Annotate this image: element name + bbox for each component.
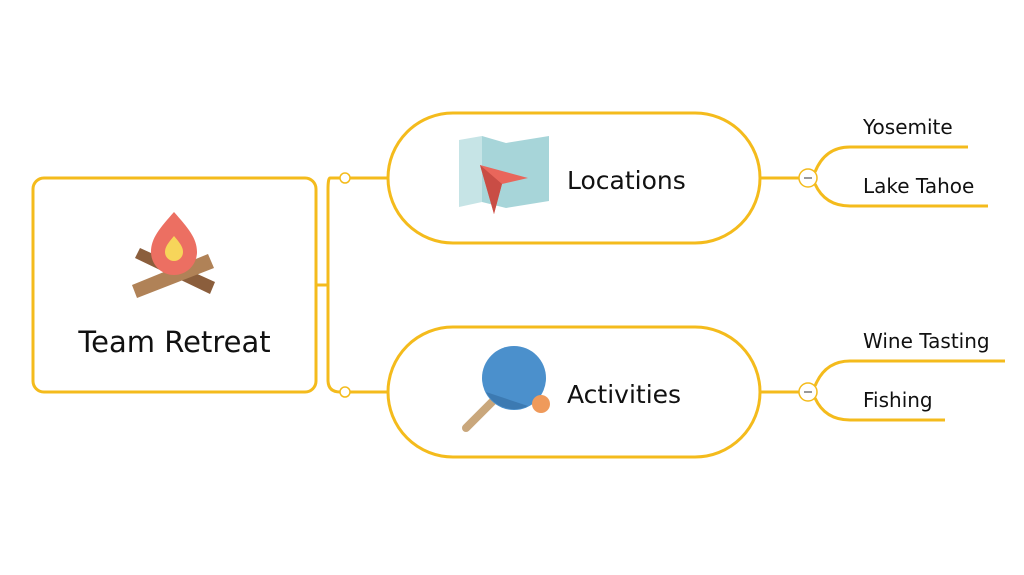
campfire-icon [132, 212, 215, 298]
collapse-locations-button[interactable] [798, 168, 818, 188]
root-node-border [31, 176, 318, 394]
ping-pong-icon [462, 346, 550, 432]
root-connector [316, 176, 388, 394]
leaf-wine-tasting[interactable]: Wine Tasting [863, 329, 990, 353]
branch-activities-label[interactable]: Activities [567, 380, 682, 409]
root-node-label[interactable]: Team Retreat [78, 325, 271, 359]
activities-connector [760, 359, 1005, 422]
branch-locations-label[interactable]: Locations [567, 166, 686, 195]
connector-dot [339, 386, 351, 398]
map-icon [459, 136, 549, 214]
leaf-lake-tahoe[interactable]: Lake Tahoe [863, 174, 975, 198]
connector-dot [339, 172, 351, 184]
leaf-fishing[interactable]: Fishing [863, 388, 933, 412]
leaf-yosemite[interactable]: Yosemite [863, 115, 953, 139]
collapse-activities-button[interactable] [798, 382, 818, 402]
locations-connector [760, 145, 988, 208]
